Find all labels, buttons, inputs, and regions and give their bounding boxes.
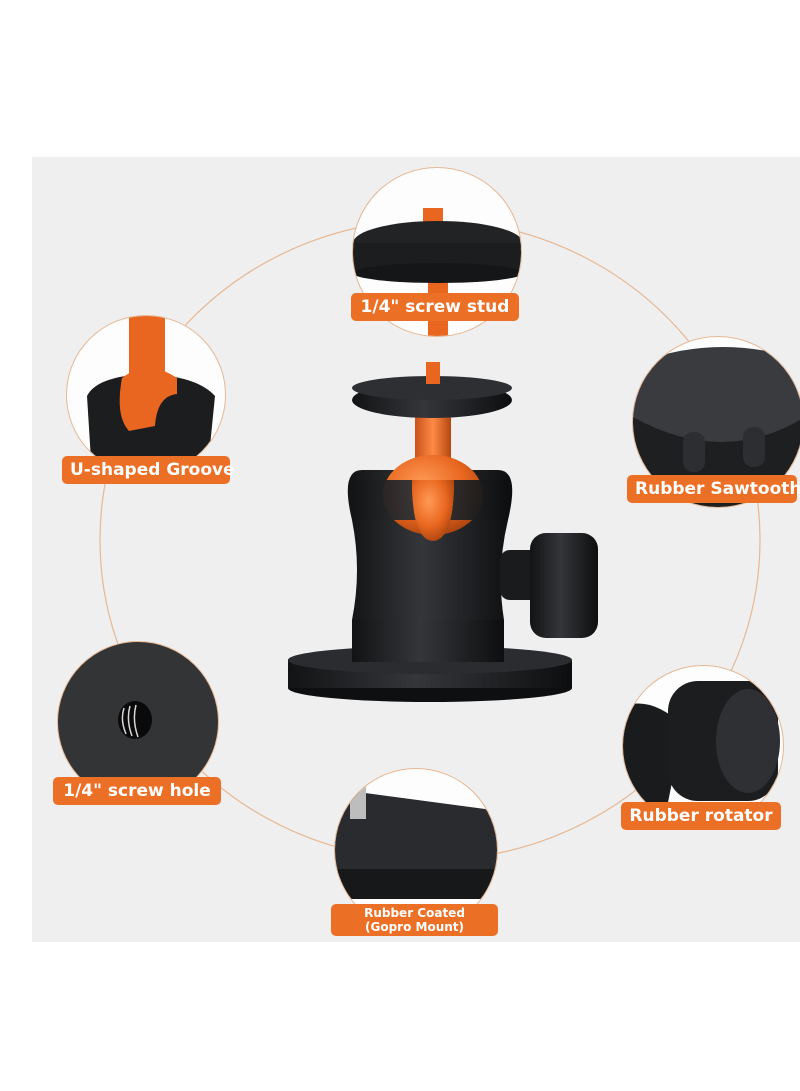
label-rubber-coated-base: Rubber Coated (Gopro Mount): [331, 904, 498, 936]
callout-u-shaped-groove: [66, 315, 226, 475]
label-screw-hole: 1/4" screw hole: [53, 777, 221, 805]
callout-screw-hole: [57, 641, 219, 803]
label-screw-stud: 1/4" screw stud: [351, 293, 519, 321]
callout-rubber-rotator: [622, 665, 784, 827]
label-rubber-coated-line2: (Gopro Mount): [365, 920, 464, 934]
label-rubber-sawtooth: Rubber Sawtooth: [627, 475, 800, 503]
label-rubber-rotator: Rubber rotator: [621, 802, 781, 830]
label-rubber-coated-line1: Rubber Coated: [364, 906, 465, 920]
label-u-shaped-groove: U-shaped Groove: [62, 456, 235, 484]
